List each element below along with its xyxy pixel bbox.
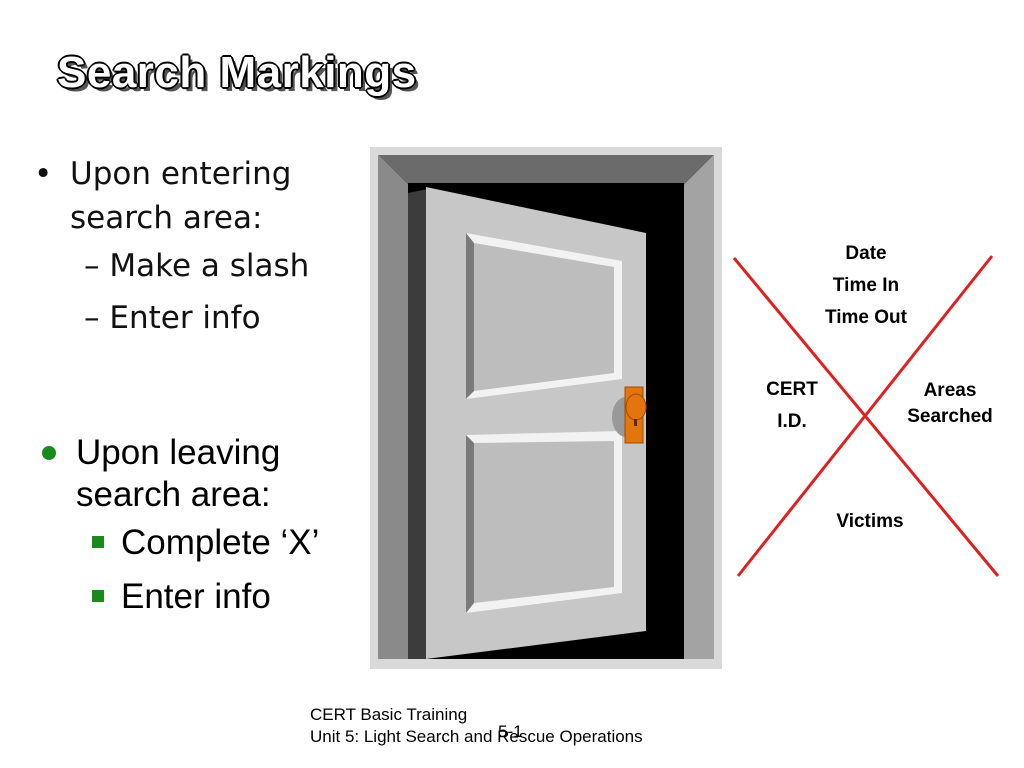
- areas-label: Areas: [923, 380, 977, 401]
- footer: CERT Basic Training Unit 5: Light Search…: [310, 704, 643, 748]
- bullet-icon: •: [34, 156, 53, 192]
- leaving-heading-item: Upon leaving search area:: [40, 432, 336, 516]
- leaving-subitem: Enter info: [40, 570, 336, 624]
- open-door-icon: [370, 147, 722, 669]
- entering-subitem: – Enter info: [84, 300, 261, 336]
- time-in-label: Time In: [832, 275, 900, 296]
- page-number: 5-1: [498, 722, 523, 741]
- footer-unit: Unit 5: Light Search and Rescue Operatio…: [310, 727, 643, 746]
- time-out-label: Time Out: [825, 307, 907, 328]
- entering-heading-item: • Upon entering search area:: [30, 152, 320, 240]
- victims-label: Victims: [836, 511, 904, 532]
- footer-course: CERT Basic Training: [310, 705, 468, 724]
- leaving-heading: Upon leaving search area:: [76, 433, 281, 514]
- leaving-subitem-text: Complete ‘X’: [121, 523, 320, 562]
- green-dot-bullet-icon: [42, 446, 56, 460]
- square-bullet-icon: [92, 590, 104, 602]
- marking-right-label: Areas Searched: [892, 378, 1008, 430]
- entering-subitem: – Make a slash: [84, 248, 310, 284]
- searched-label: Searched: [907, 406, 993, 427]
- leaving-list: Upon leaving search area: Complete ‘X’ E…: [40, 432, 336, 624]
- entering-list: • Upon entering search area: – Make a sl…: [30, 152, 320, 344]
- entering-heading: Upon entering search area:: [70, 156, 292, 236]
- slide-title: Search Markings: [57, 48, 417, 97]
- date-label: Date: [845, 243, 887, 264]
- cross-line: [736, 255, 994, 577]
- leaving-subitem: Complete ‘X’: [40, 516, 336, 570]
- x-marking-diagram: [732, 255, 1000, 577]
- marking-left-label: CERT I.D.: [748, 374, 836, 438]
- leaving-subitem-text: Enter info: [121, 577, 271, 616]
- square-bullet-icon: [92, 536, 104, 548]
- id-label: I.D.: [777, 411, 807, 432]
- cert-label: CERT: [766, 379, 818, 400]
- marking-top-label: Date Time In Time Out: [806, 238, 926, 334]
